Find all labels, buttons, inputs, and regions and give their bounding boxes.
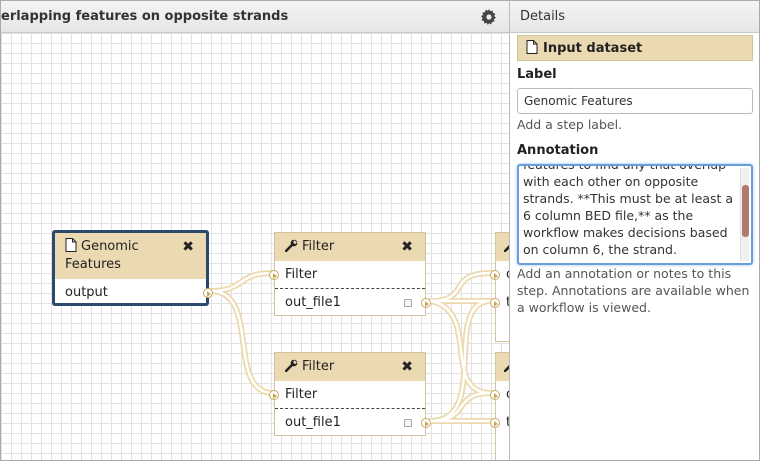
input-terminal[interactable] — [269, 270, 279, 280]
input-terminal[interactable] — [490, 270, 500, 280]
wrench-icon — [285, 239, 298, 252]
node-output-row: out_file1 — [275, 289, 431, 317]
wire-filter1-to-p1a — [428, 270, 494, 304]
input-label: t — [506, 295, 509, 310]
node-header[interactable] — [496, 353, 509, 381]
label-help-text: Add a step label. — [517, 117, 623, 132]
input-label: Filter — [285, 267, 318, 282]
input-terminal[interactable] — [490, 390, 500, 400]
node-genomic-features[interactable]: Genomic Features ✖ output — [52, 230, 213, 307]
output-checkbox[interactable] — [404, 299, 412, 307]
input-terminal[interactable] — [490, 418, 500, 428]
connection-wires — [208, 270, 494, 425]
node-output-row: out_file1 — [275, 409, 431, 437]
workflow-canvas-panel: erlapping features on opposite strands — [0, 0, 510, 461]
node-input-row: o — [490, 381, 509, 409]
output-label: output — [65, 285, 108, 300]
input-label: Filter — [285, 387, 318, 402]
scrollbar-thumb[interactable] — [742, 185, 749, 237]
close-icon[interactable]: ✖ — [182, 239, 194, 255]
node-title-text: Filter — [302, 239, 335, 254]
node-input-row: Filter — [269, 261, 425, 289]
node-output-row: output — [55, 279, 213, 307]
node-filter-1[interactable]: Filter ✖ Filter out_file1 — [269, 232, 431, 317]
input-label: o — [506, 267, 509, 282]
canvas-header: erlapping features on opposite strands — [1, 1, 509, 33]
textarea-scrollbar[interactable] — [740, 168, 749, 261]
input-label: t — [506, 415, 509, 430]
node-header[interactable]: Genomic Features ✖ — [55, 233, 206, 279]
file-icon — [65, 238, 77, 252]
output-label: out_file1 — [285, 415, 341, 430]
close-icon[interactable]: ✖ — [401, 239, 413, 255]
details-panel: Details Input dataset Label Add a step l… — [510, 0, 760, 461]
input-terminal[interactable] — [490, 298, 500, 308]
output-terminal[interactable] — [203, 288, 213, 298]
output-terminal[interactable] — [421, 418, 431, 428]
input-terminal[interactable] — [269, 390, 279, 400]
node-input-row: o — [490, 261, 509, 289]
node-partial-2[interactable]: o t — [490, 352, 509, 460]
gear-icon[interactable] — [481, 9, 497, 25]
label-heading: Label — [517, 67, 557, 82]
node-filter-2[interactable]: Filter ✖ Filter out_file1 — [269, 352, 431, 437]
annotation-heading: Annotation — [517, 143, 599, 158]
file-icon — [526, 40, 538, 54]
input-label: o — [506, 387, 509, 402]
node-title-text: Filter — [302, 359, 335, 374]
details-header: Details — [510, 1, 759, 33]
output-label: out_file1 — [285, 295, 341, 310]
node-header[interactable] — [496, 233, 509, 261]
wrench-icon — [504, 244, 509, 252]
node-header[interactable]: Filter ✖ — [275, 233, 425, 261]
annotation-textarea[interactable]: features to find any that overlap with e… — [517, 164, 753, 265]
node-partial-1[interactable]: o t — [490, 232, 509, 342]
node-header[interactable]: Filter ✖ — [275, 353, 425, 381]
step-title-text: Input dataset — [543, 41, 643, 56]
step-type-title: Input dataset — [517, 35, 753, 61]
node-input-row: Filter — [269, 381, 425, 409]
node-input-row: t — [490, 289, 509, 317]
close-icon[interactable]: ✖ — [401, 359, 413, 375]
node-input-row: t — [490, 409, 509, 437]
output-checkbox[interactable] — [404, 419, 412, 427]
workflow-title: erlapping features on opposite strands — [1, 9, 289, 24]
node-title-text: Genomic Features — [65, 239, 139, 272]
wrench-icon — [504, 364, 509, 372]
annotation-help-text: Add an annotation or notes to this step.… — [517, 266, 750, 315]
wrench-icon — [285, 359, 298, 372]
annotation-text: features to find any that overlap with e… — [523, 164, 738, 257]
output-terminal[interactable] — [421, 298, 431, 308]
step-label-input[interactable] — [517, 88, 753, 114]
